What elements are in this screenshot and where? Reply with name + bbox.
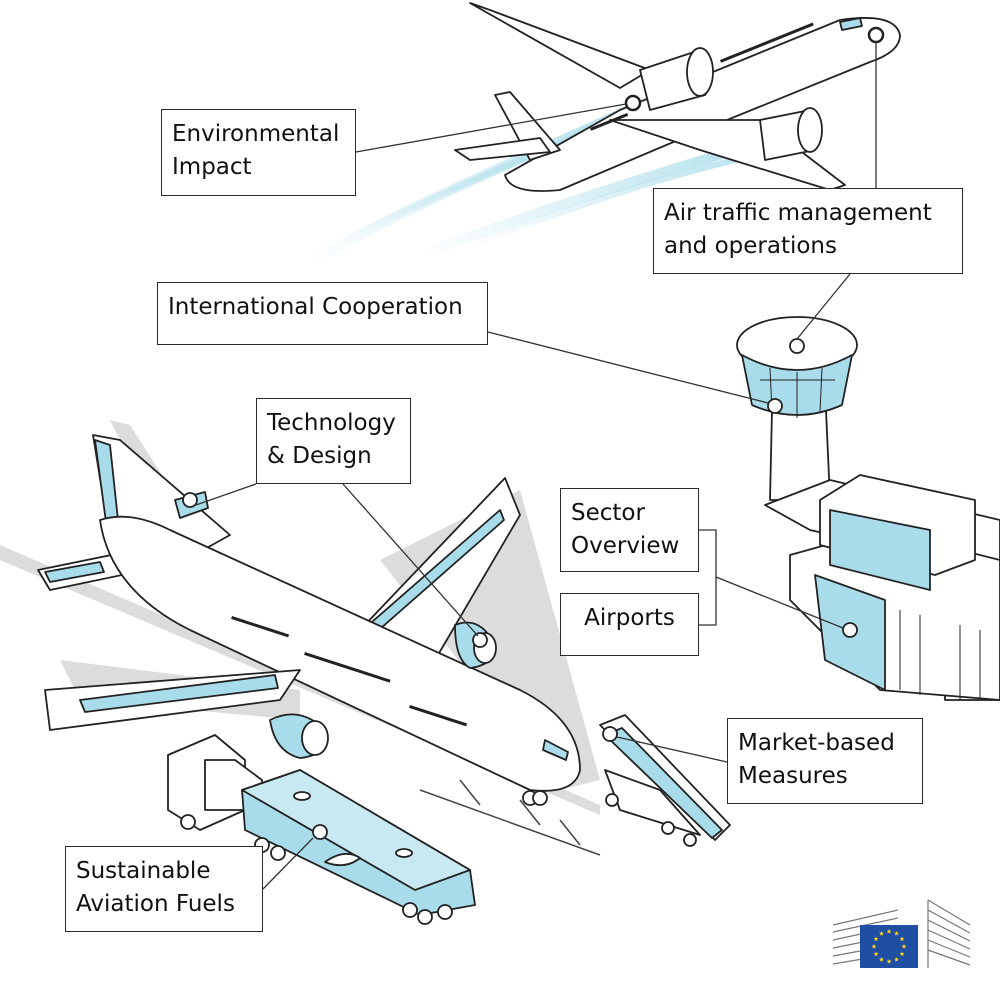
- eu-star-icon: [879, 956, 884, 962]
- parked-aircraft-icon: [37, 434, 581, 806]
- eu-star-icon: [899, 951, 905, 957]
- control-tower-icon: [736, 316, 858, 501]
- technology-design-label[interactable]: Technology & Design: [256, 398, 411, 484]
- european-commission-logo: [832, 899, 971, 968]
- boarding-stairs-icon: [599, 714, 731, 847]
- international-cooperation-label[interactable]: International Cooperation: [157, 282, 488, 345]
- eu-star-icon: [873, 936, 879, 942]
- environmental-impact-label[interactable]: Environmental Impact: [161, 109, 356, 196]
- eu-star-icon: [901, 943, 907, 949]
- terminal-building-icon: [764, 474, 1000, 701]
- eu-star-icon: [894, 930, 899, 936]
- leader-lines: [195, 42, 877, 890]
- eu-star-icon: [894, 956, 899, 962]
- flying-aircraft-icon: [307, 2, 901, 267]
- runway-markings: [419, 779, 601, 856]
- airports-label[interactable]: Airports: [560, 593, 699, 656]
- air-traffic-management-label[interactable]: Air traffic management and operations: [653, 188, 963, 274]
- eu-star-icon: [871, 943, 877, 949]
- eu-star-icon: [879, 930, 884, 936]
- sustainable-aviation-fuels-label[interactable]: Sustainable Aviation Fuels: [65, 846, 263, 932]
- fuel-truck-icon: [167, 734, 476, 925]
- eu-star-icon: [886, 958, 892, 964]
- eu-star-icon: [899, 936, 905, 942]
- eu-star-icon: [873, 951, 879, 957]
- eu-star-icon: [886, 928, 892, 934]
- market-based-measures-label[interactable]: Market-based Measures: [727, 718, 923, 804]
- sector-overview-label[interactable]: Sector Overview: [560, 488, 699, 572]
